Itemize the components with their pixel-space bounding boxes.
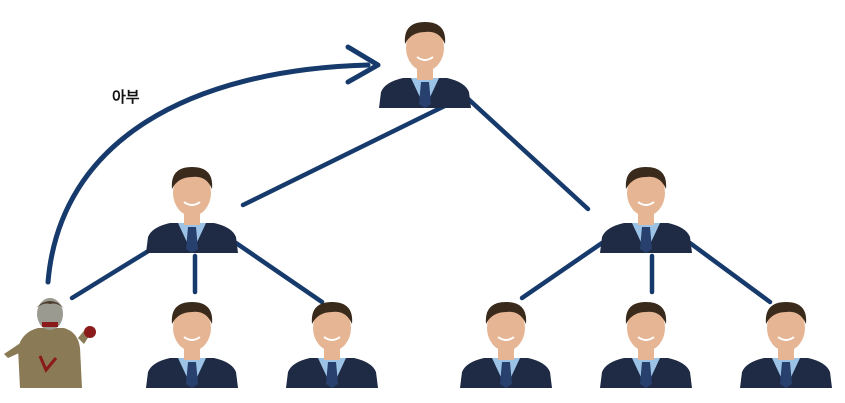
smile-shape [416,56,434,61]
hair-shape [311,302,353,324]
person-node-bottom-right-2 [600,302,692,388]
tie-shape [640,362,652,388]
head-shape [767,305,805,351]
person-node-mid-right [600,167,692,253]
smile-shape [323,336,341,341]
person-node-mid-left [146,167,238,253]
smile-shape [183,201,201,206]
smile-shape [637,201,655,206]
connector-midleft-to-zombie [69,247,153,301]
person-node-top [379,22,471,108]
zombie-blood-stain [38,355,58,373]
person-node-bottom-right-3 [740,302,832,388]
head-shape [173,170,211,216]
connector-midright-to-bottom-3 [687,240,773,305]
hair-shape [625,302,667,324]
hair-shape [625,167,667,189]
tie-shape [640,227,652,253]
connector-top-to-mid-right [462,93,591,212]
person-node-bottom-right-1 [460,302,552,388]
curved-arrow-shaft [45,62,371,285]
zombie-hair [36,301,64,308]
arrow-head-icon [345,44,381,85]
hair-shape [765,302,807,324]
tie-shape [186,362,198,388]
smile-shape [777,336,795,341]
smile-shape [183,336,201,341]
person-node-bottom-left-3 [286,302,378,388]
zombie-bloody-mouth [42,322,58,327]
tie-shape [186,227,198,253]
hair-shape [404,22,446,44]
zombie-bloody-hand [84,326,96,338]
head-shape [487,305,525,351]
head-shape [173,305,211,351]
tie-shape [500,362,512,388]
flattery-arrow [45,44,381,285]
hair-shape [171,167,213,189]
arrow-label: 아부 [112,88,140,106]
head-shape [313,305,351,351]
zombie-left-arm [4,342,26,358]
person-node-bottom-left-2 [146,302,238,388]
smile-shape [497,336,515,341]
person-node-zombie [4,298,96,388]
people-figures [4,22,832,388]
zombie-torso [18,328,82,388]
tie-shape [419,82,431,108]
connector-lines [69,93,773,305]
tie-shape [780,362,792,388]
connector-top-to-mid-left [240,93,468,208]
connector-midright-to-bottom-1 [519,240,605,301]
hair-shape [171,302,213,324]
connector-midleft-to-bottom-3 [233,240,325,305]
tie-shape [326,362,338,388]
smile-shape [637,336,655,341]
head-shape [627,170,665,216]
head-shape [627,305,665,351]
hair-shape [485,302,527,324]
head-shape [406,25,444,71]
